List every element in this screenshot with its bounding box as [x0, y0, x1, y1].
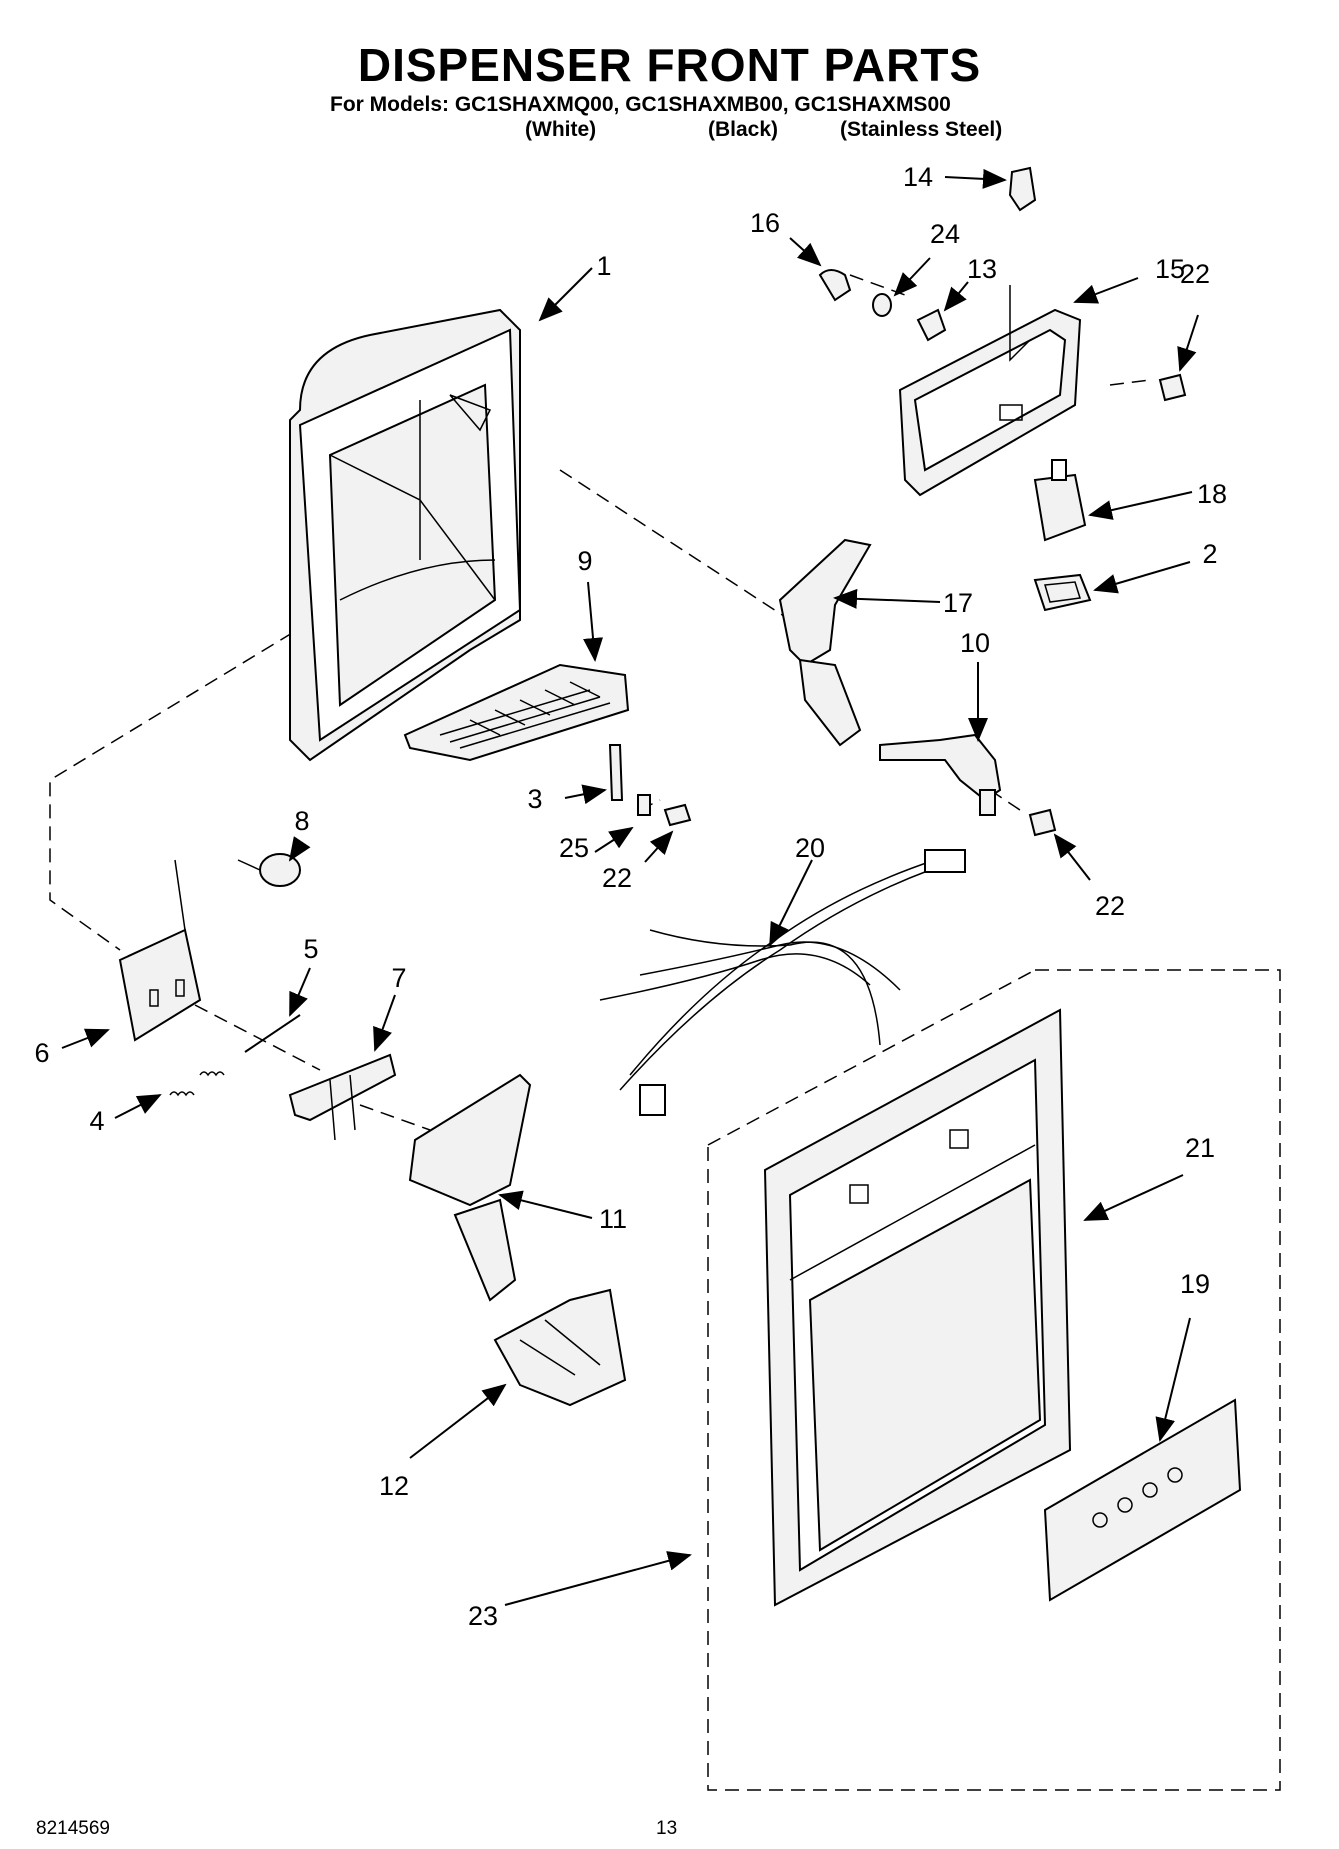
part-25-pad	[637, 794, 651, 816]
page-title: DISPENSER FRONT PARTS	[357, 39, 982, 91]
variant-black: (Black)	[708, 118, 779, 141]
part-20-wire-harness	[599, 849, 966, 1116]
callout-13: 13	[967, 254, 997, 284]
part-4-springs	[169, 1071, 225, 1097]
screw-22-b	[1158, 373, 1187, 402]
callout-21: 21	[1185, 1133, 1215, 1163]
part-17-actuator	[778, 538, 872, 747]
callout-9: 9	[577, 546, 592, 576]
part-3-clip	[608, 744, 624, 801]
callout-14: 14	[903, 162, 933, 192]
part-1-housing	[289, 308, 522, 762]
callout-6: 6	[34, 1038, 49, 1068]
part-16-bulb	[818, 269, 852, 302]
part-9-grille	[403, 663, 630, 762]
part-19-overlay	[1043, 1398, 1242, 1602]
callout-10: 10	[960, 628, 990, 658]
callout-1: 1	[596, 251, 611, 281]
screw-22-c	[1028, 808, 1057, 837]
callout-24: 24	[930, 219, 960, 249]
callout-20: 20	[795, 833, 825, 863]
callout-4: 4	[89, 1106, 104, 1136]
part-7-bracket	[288, 1053, 397, 1141]
callout-12: 12	[379, 1471, 409, 1501]
callout-22-a: 22	[1180, 259, 1210, 289]
part-21-front-panel	[763, 1008, 1072, 1607]
callout-3: 3	[527, 784, 542, 814]
part-12-cup	[493, 1288, 627, 1407]
callout-5: 5	[303, 934, 318, 964]
part-11-cradle	[408, 1073, 532, 1302]
screw-22-a	[663, 803, 692, 827]
variant-stainless: (Stainless Steel)	[840, 118, 1003, 141]
part-14-switch	[1008, 166, 1037, 212]
callout-15: 15	[1155, 254, 1185, 284]
callout-7: 7	[391, 963, 406, 993]
part-24-ring	[872, 293, 892, 317]
leader-lines	[61, 168, 1199, 1606]
callout-2: 2	[1202, 539, 1217, 569]
callout-19: 19	[1180, 1269, 1210, 1299]
part-2-cover	[1033, 573, 1092, 612]
document-number: 8214569	[36, 1818, 110, 1839]
part-5-pin	[244, 1014, 301, 1053]
callout-22-b: 22	[602, 863, 632, 893]
page-number: 13	[656, 1818, 678, 1839]
callout-18: 18	[1197, 479, 1227, 509]
callout-25: 25	[559, 833, 589, 863]
variant-white: (White)	[525, 118, 597, 141]
part-15-module	[898, 285, 1082, 497]
callout-22-c: 22	[1095, 891, 1125, 921]
callout-8: 8	[294, 806, 309, 836]
part-6-board	[118, 859, 202, 1042]
part-13-socket	[916, 308, 947, 342]
callouts: 1 2 3 4 5 6 7 8 9 10 11 12 13 14 15 16 1…	[34, 162, 1227, 1631]
part-8-motor	[237, 853, 301, 887]
part-18-relay	[1033, 459, 1087, 542]
model-list: For Models: GC1SHAXMQ00, GC1SHAXMB00, GC…	[330, 93, 951, 116]
callout-16: 16	[750, 208, 780, 238]
callout-11: 11	[599, 1204, 627, 1234]
part-10-arm	[879, 733, 1002, 816]
callout-17: 17	[943, 588, 973, 618]
callout-23: 23	[468, 1601, 498, 1631]
